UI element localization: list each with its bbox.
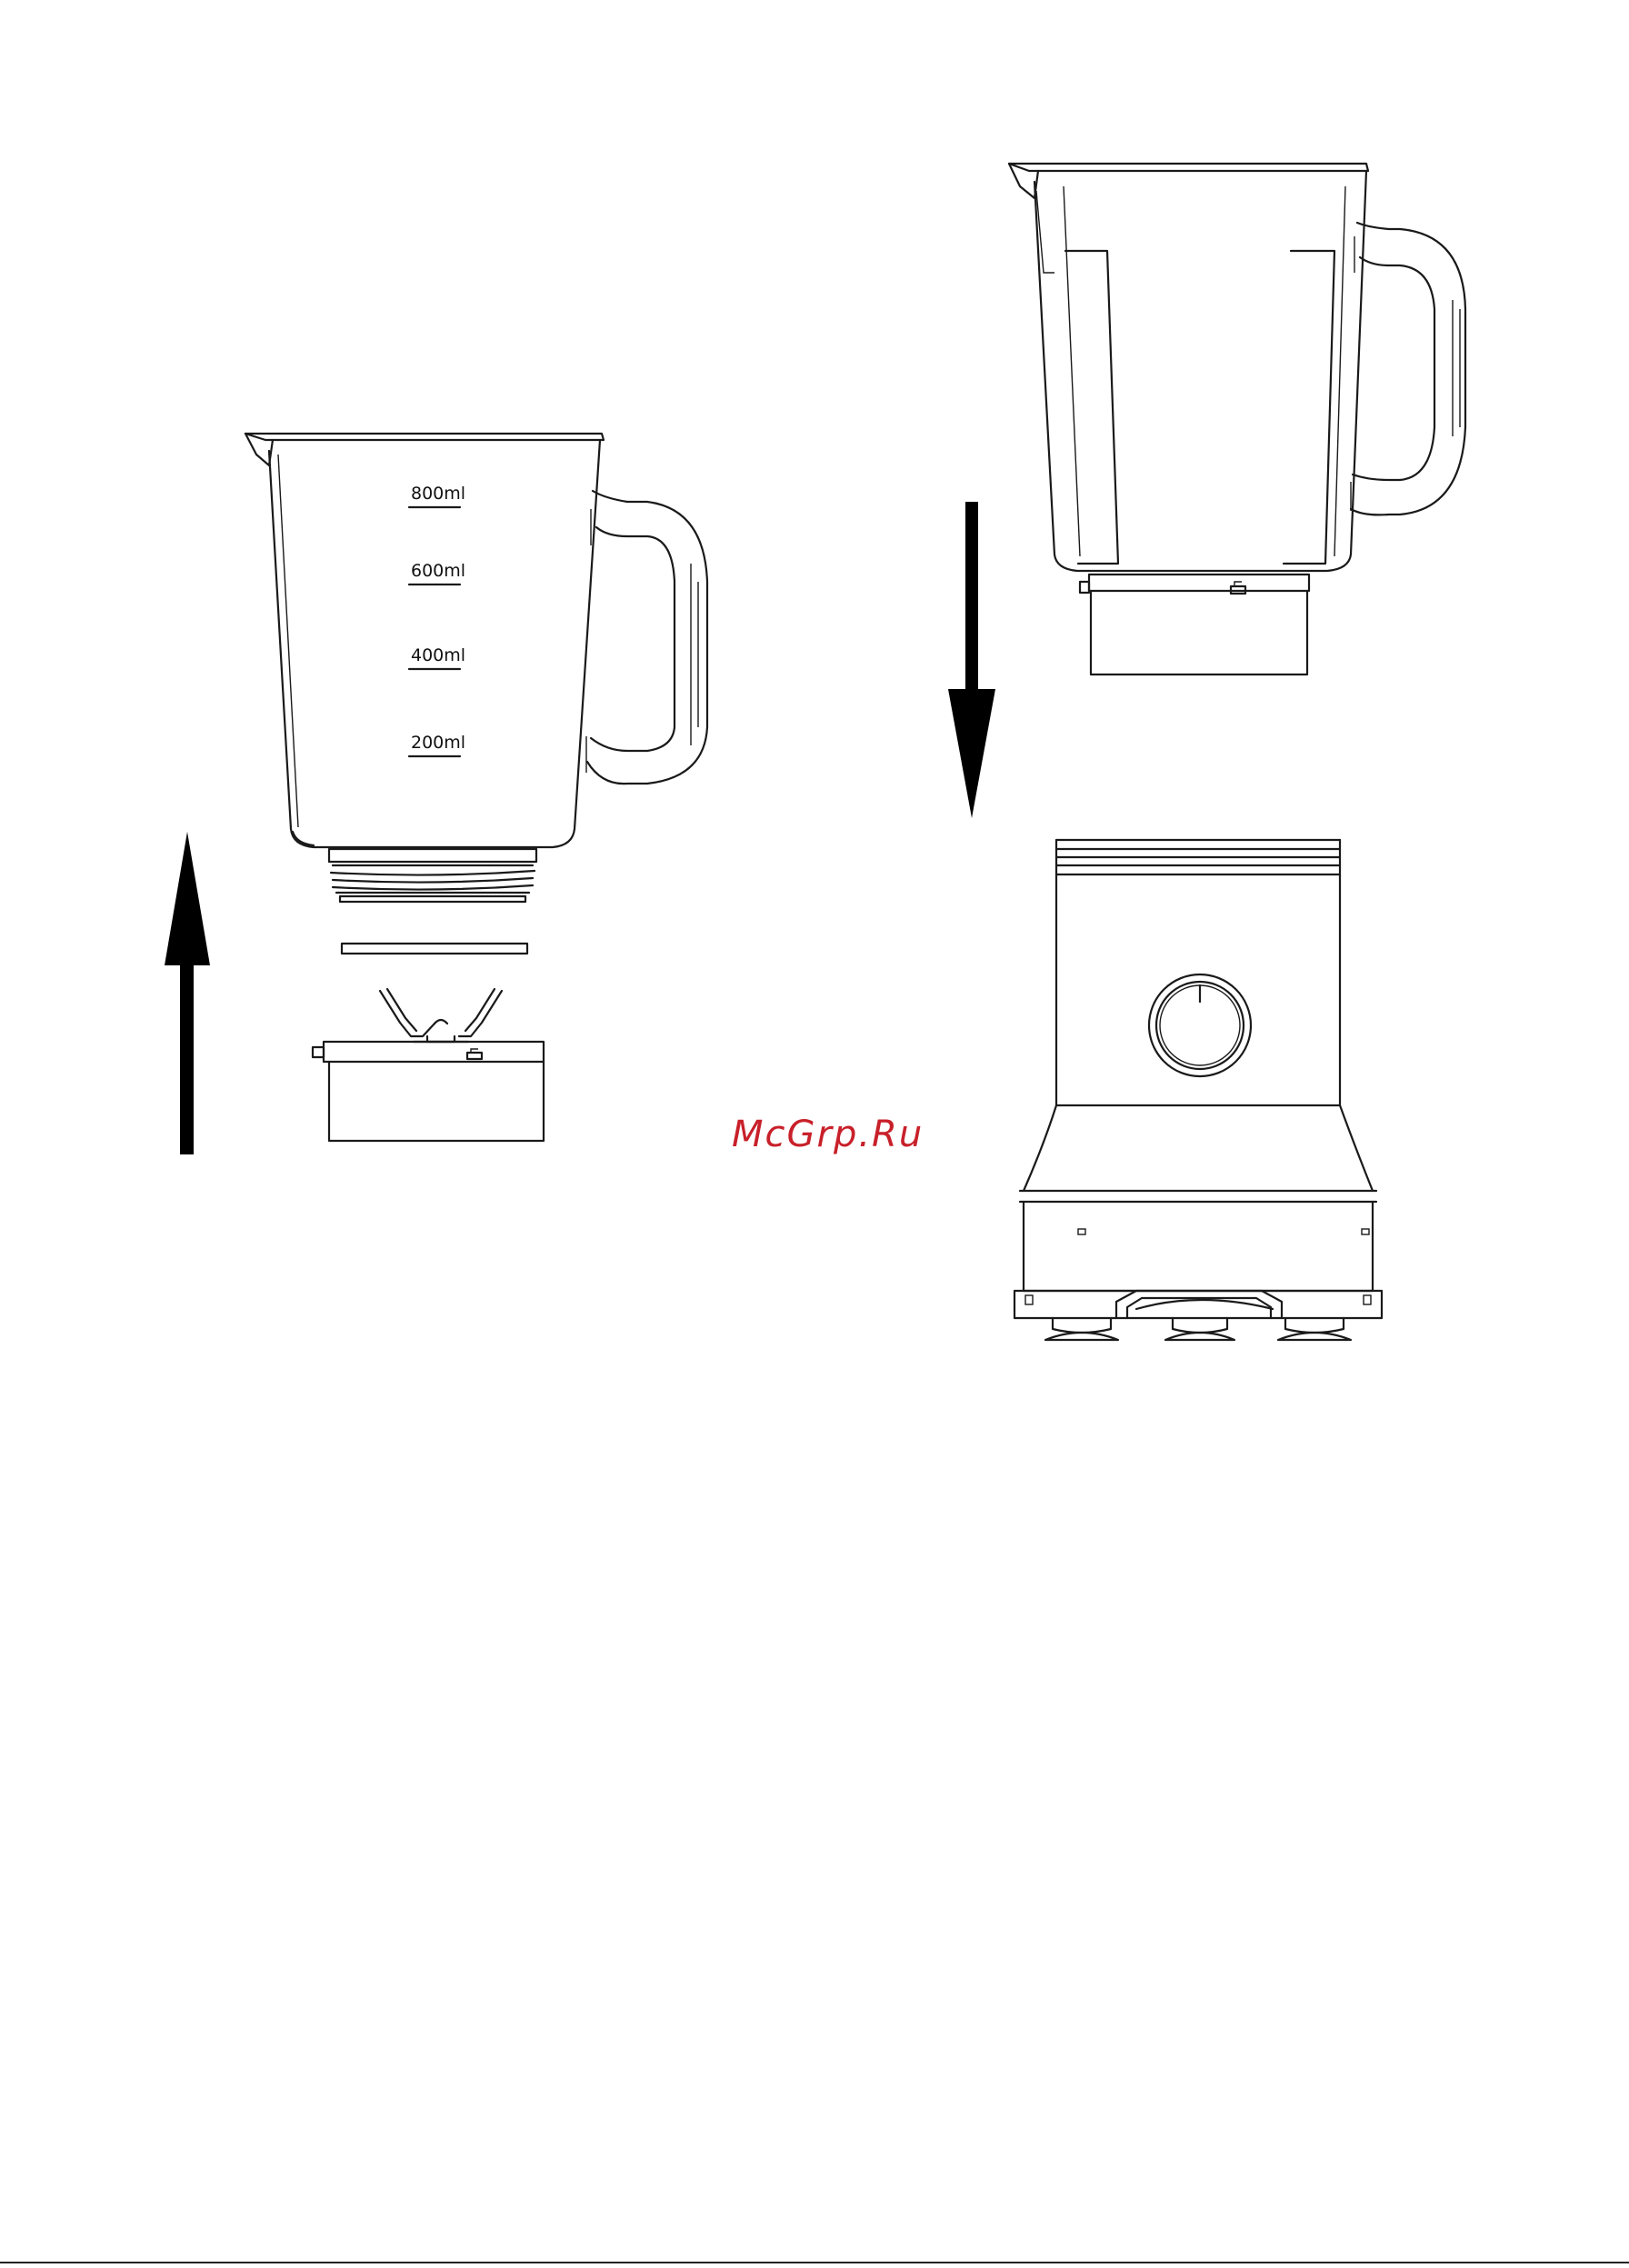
jug-marking-800: 800ml (409, 484, 465, 507)
page-bottom-rule (0, 2262, 1629, 2263)
marking-label-800: 800ml (411, 484, 465, 504)
blade-base-unit (313, 1042, 544, 1141)
jug-marking-600: 600ml (409, 561, 465, 584)
sealing-ring (342, 944, 527, 954)
blender-jar (1009, 164, 1465, 571)
blade-assembly (380, 989, 502, 1042)
speed-knob-icon (1149, 974, 1251, 1076)
motor-base (1014, 840, 1382, 1340)
marking-label-200: 200ml (411, 733, 465, 753)
marking-label-600: 600ml (411, 561, 465, 581)
jug-marking-200: 200ml (409, 733, 465, 756)
marking-label-400: 400ml (411, 645, 465, 665)
jug-marking-400: 400ml (409, 645, 465, 669)
arrow-up-icon (165, 832, 210, 1154)
watermark: McGrp.Ru (732, 1114, 924, 1155)
jar-base-unit (1080, 574, 1309, 674)
arrow-down-icon (948, 502, 995, 818)
measuring-jug (245, 434, 707, 902)
